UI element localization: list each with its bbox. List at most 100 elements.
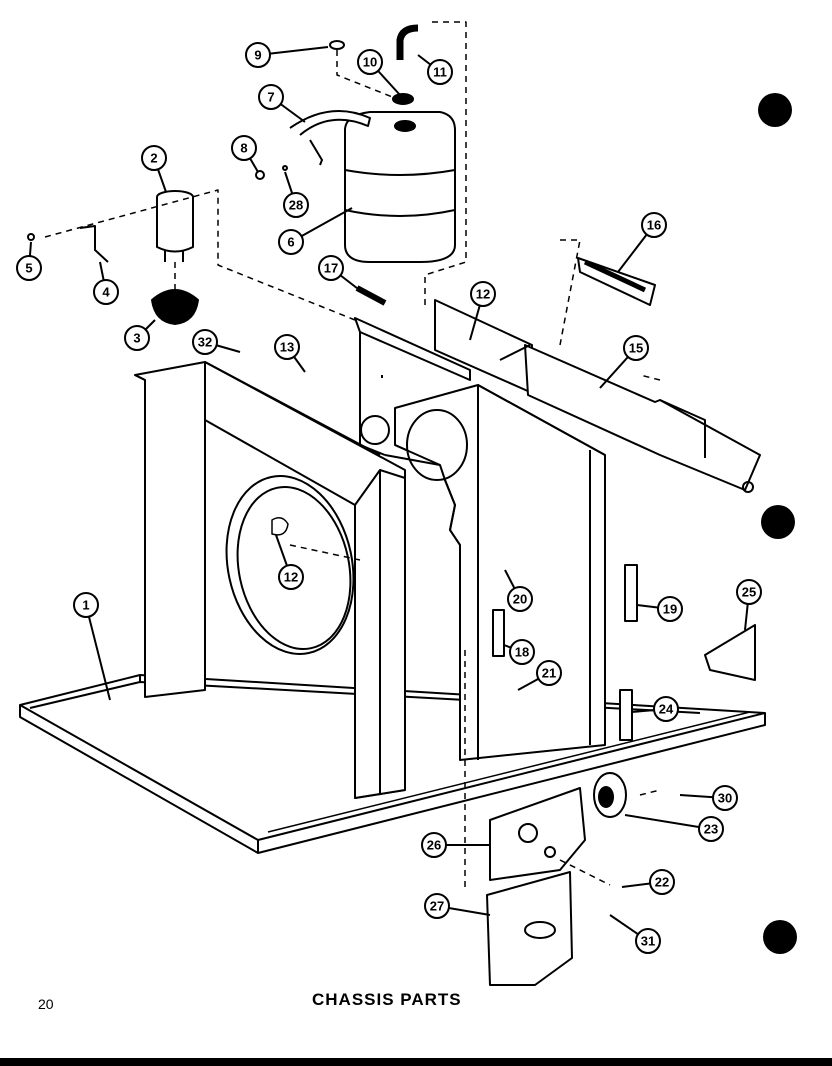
callout-balloon bbox=[657, 596, 683, 622]
callout-c27: 27 bbox=[424, 893, 491, 919]
drain-tank bbox=[255, 24, 456, 263]
callout-balloon bbox=[641, 212, 667, 238]
callout-c28: 28 bbox=[283, 171, 309, 218]
heater-25 bbox=[704, 624, 756, 681]
callout-c31: 31 bbox=[609, 914, 661, 954]
callout-number: 16 bbox=[647, 218, 661, 233]
callout-balloon bbox=[73, 592, 99, 618]
strip-24 bbox=[619, 689, 633, 741]
callout-number: 10 bbox=[363, 55, 377, 70]
callout-number: 19 bbox=[663, 602, 677, 617]
callout-c11: 11 bbox=[417, 54, 453, 85]
left-partition bbox=[134, 361, 406, 799]
callout-balloon bbox=[258, 84, 284, 110]
access-cover-26 bbox=[489, 787, 586, 881]
callout-c24: 24 bbox=[631, 696, 679, 722]
callout-balloon bbox=[736, 579, 762, 605]
callout-number: 2 bbox=[150, 151, 157, 166]
callout-number: 25 bbox=[742, 585, 756, 600]
callout-c30: 30 bbox=[679, 785, 738, 811]
callout-c20: 20 bbox=[504, 569, 533, 612]
callout-balloon bbox=[424, 893, 450, 919]
callout-balloon bbox=[698, 816, 724, 842]
callout-balloon bbox=[278, 564, 304, 590]
callout-number: 8 bbox=[240, 141, 247, 156]
page-number: 20 bbox=[38, 996, 54, 1012]
callout-balloon bbox=[192, 329, 218, 355]
callout-balloon bbox=[649, 869, 675, 895]
callout-number: 4 bbox=[102, 285, 110, 300]
rear-panel bbox=[354, 317, 471, 456]
callout-c8: 8 bbox=[231, 135, 259, 173]
callout-c19: 19 bbox=[636, 596, 683, 622]
binder-hole bbox=[758, 93, 792, 127]
callout-number: 13 bbox=[280, 340, 294, 355]
callout-c6: 6 bbox=[278, 207, 353, 255]
callout-leader bbox=[624, 814, 712, 830]
callout-number: 17 bbox=[324, 261, 338, 276]
callout-c3: 3 bbox=[124, 319, 156, 351]
callout-number: 12 bbox=[476, 287, 490, 302]
callout-c22: 22 bbox=[621, 869, 675, 895]
callout-number: 23 bbox=[704, 822, 718, 837]
scan-border bbox=[0, 1058, 832, 1066]
callout-number: 22 bbox=[655, 875, 669, 890]
callout-balloon bbox=[274, 334, 300, 360]
assembly-lines bbox=[44, 21, 661, 890]
callout-c10: 10 bbox=[357, 49, 401, 96]
callout-number: 11 bbox=[433, 65, 447, 80]
callout-c7: 7 bbox=[258, 84, 306, 123]
top-rail-bracket bbox=[434, 299, 761, 493]
callout-balloon bbox=[357, 49, 383, 75]
callout-c21: 21 bbox=[517, 660, 562, 691]
callout-balloon bbox=[509, 639, 535, 665]
callout-leader bbox=[85, 604, 111, 701]
callout-number: 6 bbox=[287, 235, 294, 250]
callout-c25: 25 bbox=[736, 579, 762, 631]
strip-19 bbox=[624, 564, 638, 622]
callout-balloon bbox=[141, 145, 167, 171]
callout-balloon bbox=[507, 586, 533, 612]
callout-number: 20 bbox=[513, 592, 527, 607]
callout-balloon bbox=[536, 660, 562, 686]
callout-number: 27 bbox=[430, 899, 444, 914]
callout-number: 3 bbox=[133, 331, 140, 346]
callout-balloon bbox=[124, 325, 150, 351]
callout-number: 26 bbox=[427, 838, 441, 853]
callout-number: 1 bbox=[82, 598, 89, 613]
callout-balloon bbox=[283, 192, 309, 218]
access-cover-27 bbox=[486, 871, 573, 986]
callout-balloon bbox=[245, 42, 271, 68]
callout-number: 12 bbox=[284, 570, 298, 585]
callout-balloon bbox=[16, 255, 42, 281]
capacitor-assembly bbox=[27, 190, 199, 325]
callout-number: 32 bbox=[198, 335, 212, 350]
callout-balloon bbox=[623, 335, 649, 361]
callout-c12a: 12 bbox=[469, 281, 496, 341]
callout-c4: 4 bbox=[93, 261, 119, 305]
pulley bbox=[593, 772, 627, 818]
callout-number: 28 bbox=[289, 198, 303, 213]
callout-c32: 32 bbox=[192, 329, 241, 355]
callout-c26: 26 bbox=[421, 832, 490, 858]
callout-balloon bbox=[470, 281, 496, 307]
strip-18 bbox=[492, 609, 505, 657]
callout-number: 18 bbox=[515, 645, 529, 660]
callout-c9: 9 bbox=[245, 42, 329, 68]
callout-number: 15 bbox=[629, 341, 643, 356]
callout-c13: 13 bbox=[274, 334, 306, 373]
callout-balloon bbox=[653, 696, 679, 722]
callout-balloon bbox=[421, 832, 447, 858]
callout-balloon bbox=[93, 279, 119, 305]
callout-number: 24 bbox=[659, 702, 674, 717]
callout-balloon bbox=[712, 785, 738, 811]
binder-hole bbox=[763, 920, 797, 954]
callout-balloon bbox=[427, 59, 453, 85]
callout-balloon bbox=[278, 229, 304, 255]
callout-c5: 5 bbox=[16, 241, 42, 281]
callout-c12b: 12 bbox=[275, 534, 304, 590]
callout-number: 9 bbox=[254, 48, 261, 63]
callout-c18: 18 bbox=[503, 639, 535, 665]
